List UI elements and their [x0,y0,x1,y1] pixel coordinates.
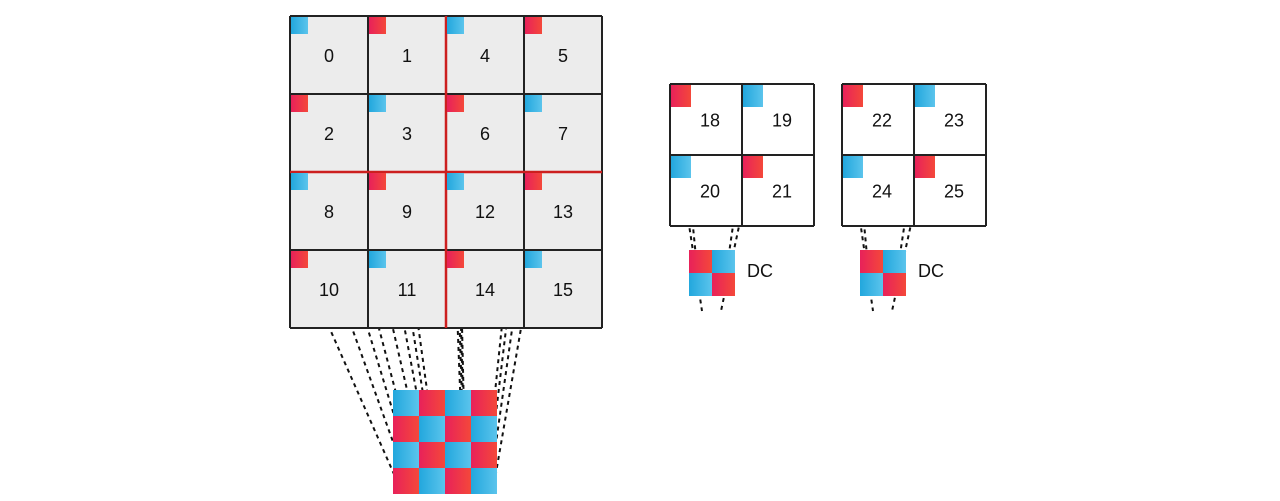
corner-coefficient-square [915,156,935,178]
block-number-label: 21 [772,182,792,202]
dc-coefficient-cell [471,468,497,494]
corner-coefficient-square [525,251,542,268]
corner-coefficient-square [369,95,386,112]
block-number-label: 7 [558,124,568,144]
corner-coefficient-square [843,156,863,178]
block-number-label: 23 [944,111,964,131]
corner-coefficient-square [525,17,542,34]
block-number-label: 6 [480,124,490,144]
block-number-label: 24 [872,182,892,202]
dc-coefficient-cell [419,390,445,416]
dc-coefficient-cell [471,390,497,416]
block-number-label: 2 [324,124,334,144]
block-number-label: 25 [944,182,964,202]
dc-coefficient-cell [860,273,883,296]
corner-coefficient-square [743,156,763,178]
dc-coefficient-cell [393,390,419,416]
corner-coefficient-square [671,156,691,178]
corner-coefficient-square [369,173,386,190]
block-number-label: 3 [402,124,412,144]
corner-coefficient-square [291,95,308,112]
corner-coefficient-square [447,17,464,34]
block-number-label: 10 [319,280,339,300]
corner-coefficient-square [525,173,542,190]
corner-coefficient-square [843,85,863,107]
corner-coefficient-square [743,85,763,107]
block-number-label: 0 [324,46,334,66]
block-number-label: 12 [475,202,495,222]
block-number-label: 5 [558,46,568,66]
corner-coefficient-square [291,17,308,34]
dc-coefficient-cell [860,250,883,273]
dc-coefficient-cell [712,250,735,273]
connector-line [492,258,534,491]
corner-coefficient-square [369,251,386,268]
block-number-label: 19 [772,111,792,131]
dc-coefficient-cell [445,390,471,416]
block-number-label: 14 [475,280,495,300]
block-number-label: 11 [398,280,417,300]
block-number-label: 4 [480,46,490,66]
corner-coefficient-square [447,251,464,268]
dc-coefficient-cell [712,273,735,296]
block-number-label: 22 [872,111,892,131]
corner-coefficient-square [291,173,308,190]
dc-coefficient-cell [471,416,497,442]
dc-coefficient-cell [445,442,471,468]
corner-coefficient-square [915,85,935,107]
corner-coefficient-square [447,95,464,112]
dc-coefficient-cell [689,273,712,296]
block-number-label: 1 [402,46,412,66]
dc-coefficient-cell [393,468,419,494]
corner-coefficient-square [291,251,308,268]
dc-coefficient-cell [419,442,445,468]
block-number-label: 13 [553,202,573,222]
dc-coefficient-cell [883,273,906,296]
dc-coefficient-cell [471,442,497,468]
dc-coefficient-cell [689,250,712,273]
dc-coefficient-cell [445,468,471,494]
bottom-dc-block [393,390,497,494]
block-number-label: 9 [402,202,412,222]
dc-coefficient-cell [445,416,471,442]
corner-coefficient-square [369,17,386,34]
block-number-label: 20 [700,182,720,202]
dc-coefficient-cell [883,250,906,273]
dc-coefficient-cell [419,416,445,442]
dc-coefficient-cell [419,468,445,494]
corner-coefficient-square [447,173,464,190]
dc-coefficient-cell [393,442,419,468]
dc-label: DC [747,261,773,281]
corner-coefficient-square [671,85,691,107]
dc-coefficient-cell [393,416,419,442]
block-number-label: 15 [553,280,573,300]
corner-coefficient-square [525,95,542,112]
block-number-label: 8 [324,202,334,222]
dc-label: DC [918,261,944,281]
block-number-label: 18 [700,111,720,131]
